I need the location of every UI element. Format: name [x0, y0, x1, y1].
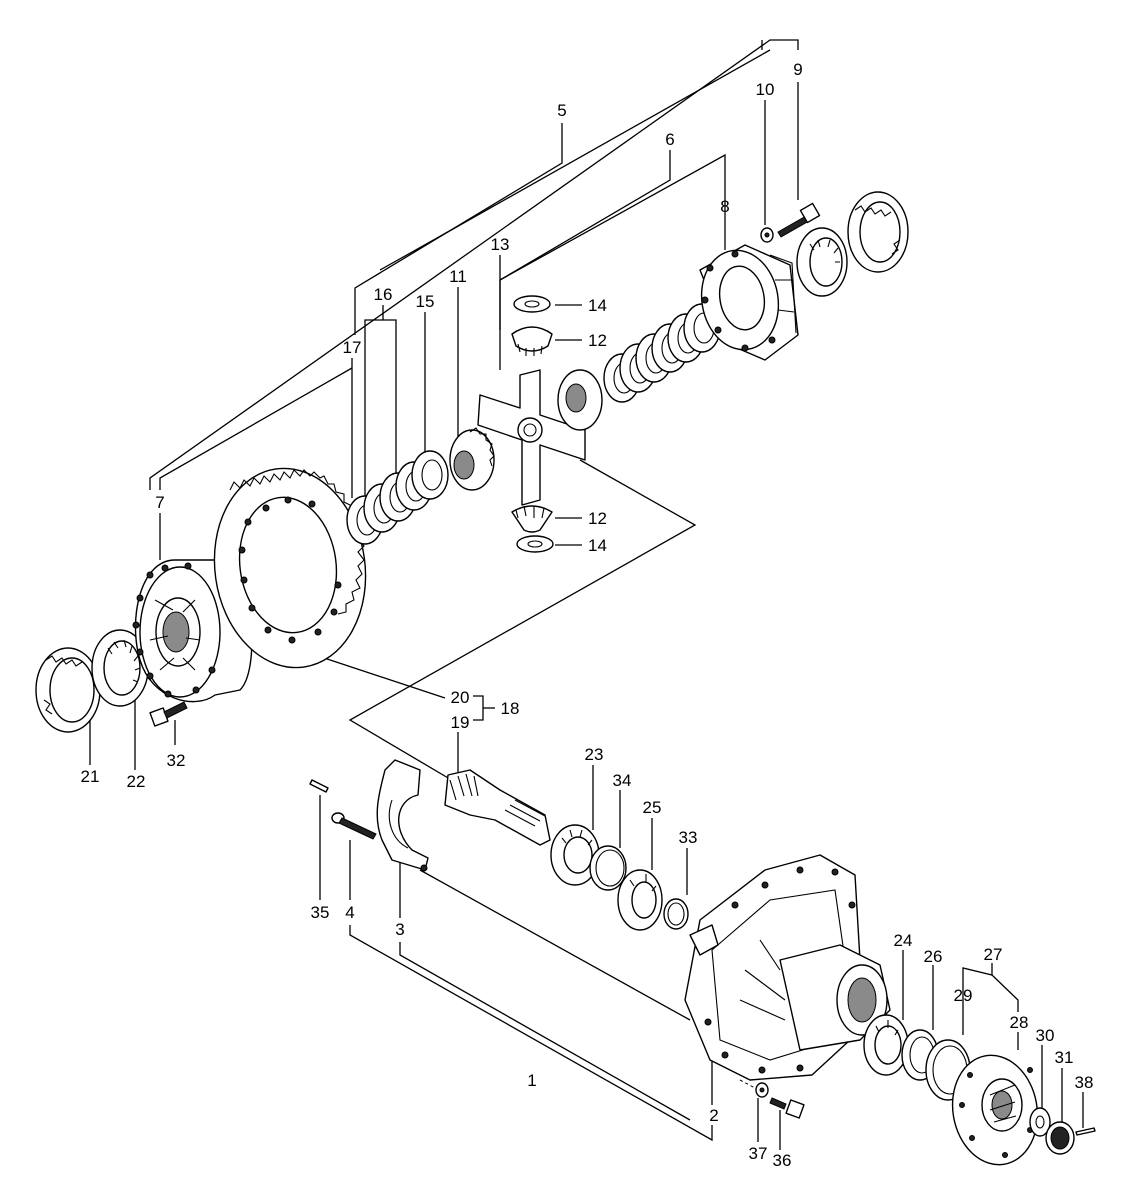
label-5: 5: [557, 101, 566, 120]
bearing-23: [550, 824, 600, 886]
differential-case-half: [132, 559, 253, 703]
cotter-pin-38: [1075, 1127, 1096, 1136]
label-19: 19: [451, 713, 470, 732]
label-14-bottom: 14: [588, 536, 607, 555]
leader-27-29: [962, 963, 993, 1035]
label-13: 13: [491, 235, 510, 254]
bolt-32: [149, 701, 188, 727]
side-gear-left: [449, 427, 495, 491]
washer-37: [755, 1082, 769, 1098]
spacer-ring-34: [589, 845, 627, 891]
part-labels: 9 10 5 6 8 13 11 16 15 17 14 12 12 14 7 …: [81, 60, 1094, 1170]
side-gear-right: [557, 369, 603, 431]
label-21: 21: [81, 767, 100, 786]
axle-housing: [684, 854, 891, 1081]
leader-3-to-housing: [419, 869, 691, 1021]
spider-cross: [477, 369, 586, 506]
pinion-gear-bottom: [511, 505, 554, 553]
leader-lines: [89, 39, 1084, 1150]
label-27: 27: [984, 945, 1003, 964]
label-34: 34: [613, 771, 632, 790]
bearing-left: [91, 629, 149, 707]
label-18: 18: [501, 699, 520, 718]
label-30: 30: [1036, 1026, 1055, 1045]
label-31: 31: [1055, 1048, 1074, 1067]
leader-9-to-7: [149, 39, 799, 490]
label-25: 25: [643, 798, 662, 817]
label-33: 33: [679, 828, 698, 847]
label-22: 22: [127, 772, 146, 791]
label-8: 8: [720, 197, 729, 216]
leader-8-bracket: [499, 153, 726, 281]
leader-1b: [399, 942, 691, 1121]
bolt-36: [769, 1097, 805, 1119]
label-36: 36: [773, 1151, 792, 1170]
label-10: 10: [756, 80, 775, 99]
washer-37-axis: [739, 1079, 756, 1089]
ring-gear-holes: [238, 496, 342, 644]
flange-28: [951, 1054, 1039, 1166]
label-1: 1: [527, 1071, 536, 1090]
ring-gear: [213, 467, 367, 669]
differential-case-right: [699, 244, 799, 361]
leader-top-diagonal: [379, 49, 771, 271]
label-7: 7: [155, 493, 164, 512]
bearing-25: [617, 869, 663, 931]
washer-30: [1029, 1107, 1051, 1137]
ring-33: [663, 898, 689, 930]
washer-10: [760, 227, 774, 243]
label-37: 37: [749, 1144, 768, 1163]
label-6: 6: [665, 130, 674, 149]
leader-1a: [349, 925, 713, 1142]
label-17: 17: [343, 338, 362, 357]
bearing-cup-left: [35, 647, 101, 733]
leader-27-28: [991, 974, 1019, 1012]
label-3: 3: [395, 920, 404, 939]
label-14-top: 14: [588, 296, 607, 315]
bearing-24: [863, 1014, 909, 1076]
pinion-gear-top: [511, 295, 553, 356]
bearing-cup-right: [847, 191, 909, 273]
label-11: 11: [449, 267, 467, 286]
label-35: 35: [311, 903, 330, 922]
label-15: 15: [416, 292, 435, 311]
label-32: 32: [167, 751, 186, 770]
leader-spider-pinion: [348, 459, 697, 786]
leader-16: [364, 305, 384, 500]
label-28: 28: [1010, 1013, 1029, 1032]
label-12-bottom: 12: [588, 509, 607, 528]
bracket-18: [473, 695, 484, 721]
leader-16b: [383, 319, 397, 480]
bolt-9: [777, 202, 821, 238]
nut-31: [1045, 1121, 1075, 1155]
label-38: 38: [1075, 1073, 1094, 1092]
housing-bolt-holes: [704, 866, 856, 1074]
bearing-right: [796, 227, 848, 297]
label-20: 20: [451, 688, 470, 707]
label-26: 26: [924, 947, 943, 966]
friction-discs-left: [346, 450, 449, 545]
label-16: 16: [374, 285, 393, 304]
label-2: 2: [709, 1106, 718, 1125]
label-24: 24: [894, 931, 913, 950]
pin-35: [309, 779, 329, 793]
friction-discs-right: [603, 303, 721, 403]
case-right-holes: [701, 250, 776, 352]
label-4: 4: [345, 903, 354, 922]
label-9: 9: [793, 60, 802, 79]
label-23: 23: [585, 745, 604, 764]
label-29: 29: [954, 986, 973, 1005]
bolt-4: [331, 812, 377, 840]
bearing-cap-3: [376, 759, 429, 872]
case-bolt-holes: [132, 562, 216, 698]
leader-7-diagonal: [159, 367, 353, 490]
label-12-top: 12: [588, 331, 607, 350]
pinion-shaft: [444, 769, 551, 846]
